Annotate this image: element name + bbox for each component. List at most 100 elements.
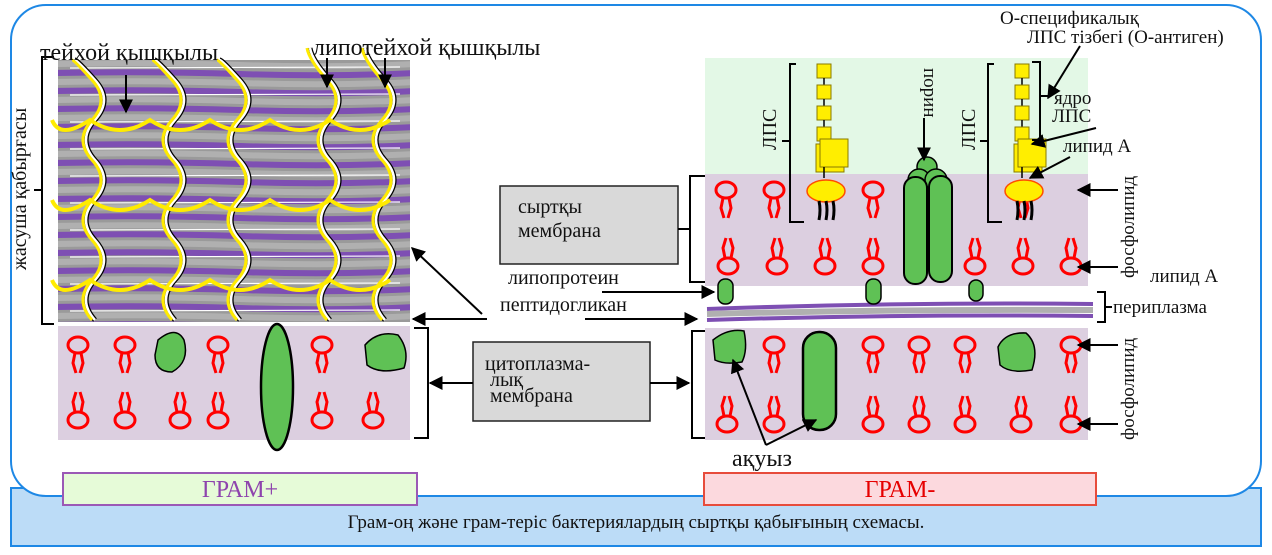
o-antigen-sugar: [1014, 84, 1030, 100]
gn-protein-1: [712, 329, 747, 364]
phospholipid: [907, 395, 931, 434]
lipid-a: [806, 179, 846, 203]
phospholipid: [762, 180, 786, 219]
lipid-a-label: липид А: [1063, 136, 1131, 157]
lipoteichoic-strand-inner: [154, 58, 186, 321]
peptidoglycan-strand: [58, 69, 410, 79]
o-antigen-label-2: ЛПС тізбегі (О-антиген): [1027, 27, 1224, 48]
cell-wall-label: жасуша қабырғасы: [9, 108, 31, 271]
caption: Грам-оң және грам-теріс бактериялардың с…: [347, 512, 925, 533]
phospholipid: [66, 335, 90, 374]
peptidoglycan-strand: [58, 168, 410, 178]
gp-protein-2: [259, 322, 295, 452]
lps-core-label-1: ядро: [1054, 88, 1091, 109]
teichoic-acid-strand: [71, 58, 103, 322]
peptidoglycan-label: пептидогликан: [500, 294, 627, 316]
phospholipid: [113, 391, 137, 430]
lipoteichoic-strand-inner: [219, 58, 251, 321]
peptidoglycan-strand: [58, 186, 410, 196]
peptidoglycan-strand: [58, 177, 410, 187]
protein-arrow-1: [731, 358, 767, 446]
lps-label-1: ЛПС: [759, 109, 781, 150]
phospholipid: [861, 180, 885, 219]
peptidoglycan-strand: [58, 159, 410, 169]
lipid-a-label-2: липид А: [1150, 266, 1218, 287]
phospholipid: [953, 335, 977, 374]
peptidoglycan-gap: [69, 174, 401, 177]
outer-membrane-bracket: [689, 175, 705, 283]
teichoic-acid-cross-strand: [50, 277, 392, 292]
center-labels: сыртқы мембрана липопротеин пептидоглика…: [410, 175, 716, 422]
protein-arrow-2: [765, 419, 818, 446]
phospholipid: [765, 237, 789, 276]
lipoprotein-3: [968, 279, 984, 302]
teichoic-acid-label: тейхой қышқылы: [40, 40, 218, 66]
phospholipid: [310, 391, 334, 430]
porin: [903, 156, 953, 285]
peptidoglycan-strand: [58, 132, 410, 142]
phospholipid: [762, 335, 786, 374]
o-antigen-label-1: О-спецификалық: [1000, 8, 1140, 29]
peptidoglycan-strand: [58, 141, 410, 151]
lps-core: [819, 138, 849, 168]
phospholipid: [1009, 395, 1033, 434]
lps-bracket: [782, 63, 804, 223]
lipid-a-arrow: [1028, 156, 1071, 179]
o-antigen-sugar: [1014, 63, 1030, 79]
phospholipid: [716, 237, 740, 276]
periplasm-label: периплазма: [1113, 297, 1207, 318]
peptidoglycan-strand: [58, 78, 410, 88]
gram-positive-label: ГРАМ+: [62, 472, 418, 506]
periplasm-bracket: [1097, 291, 1112, 323]
teichoic-acid-strand: [151, 58, 183, 322]
phospholipid: [1011, 237, 1035, 276]
outer-membrane-label-1: сыртқы: [518, 196, 582, 218]
gram-negative-label: ГРАМ-: [703, 472, 1097, 506]
phospholipid: [361, 391, 385, 430]
peptidoglycan-strand: [58, 105, 410, 115]
gp-membrane-bracket: [414, 327, 429, 439]
peptidoglycan-arrow-gp-top: [410, 247, 483, 315]
lps-bracket: [980, 63, 1002, 223]
gn-protein-3: [997, 332, 1036, 372]
peptidoglycan-strand: [58, 150, 410, 160]
peptidoglycan-strand: [58, 87, 410, 97]
lipoteichoic-strand-inner: [74, 58, 106, 321]
teichoic-acid-strand: [216, 58, 248, 322]
protein-label: ақуыз: [732, 446, 792, 472]
phospholipid: [714, 180, 738, 219]
phospholipid: [206, 335, 230, 374]
teichoic-acid-strands: [50, 47, 397, 322]
outer-membrane-label-2: мембрана: [518, 220, 601, 242]
gram-positive-cytoplasmic-membrane: [58, 326, 410, 440]
phospholipid: [813, 237, 837, 276]
phospholipid: [861, 237, 885, 276]
peptidoglycan-strand: [58, 258, 410, 268]
phospholipid: [310, 335, 334, 374]
phospholipid: [168, 391, 192, 430]
teichoic-acid-cross-strand: [50, 197, 392, 212]
cell-wall-bracket: [34, 56, 54, 325]
peptidoglycan-strand: [58, 294, 410, 304]
phospholipid: [66, 391, 90, 430]
phospholipid: [861, 335, 885, 374]
cytoplasmic-label-2: лық: [490, 369, 523, 391]
phospholipid: [715, 395, 739, 434]
peptidoglycan-strand: [58, 114, 410, 124]
o-antigen-sugar: [816, 84, 832, 100]
teichoic-acid-cross-strand: [50, 117, 392, 132]
cytoplasmic-label-1: цитоплазма-: [485, 353, 590, 375]
phospholipid: [963, 237, 987, 276]
outer-membrane-box: [499, 185, 679, 265]
phospholipid-label-2: фосфолипид: [1118, 338, 1139, 440]
peptidoglycan-strand: [58, 303, 410, 313]
gram-negative-section: порин ЛПС ЛПС О-спецификалық ЛПС тізбегі…: [691, 8, 1224, 472]
lipid-a: [1004, 179, 1044, 203]
lps-core-arrow: [1030, 127, 1097, 148]
gram-positive-phospholipids: [66, 335, 385, 430]
peptidoglycan-layer-thin: [706, 301, 1094, 322]
peptidoglycan-gap: [69, 66, 401, 69]
lipoprotein-1: [717, 278, 734, 305]
